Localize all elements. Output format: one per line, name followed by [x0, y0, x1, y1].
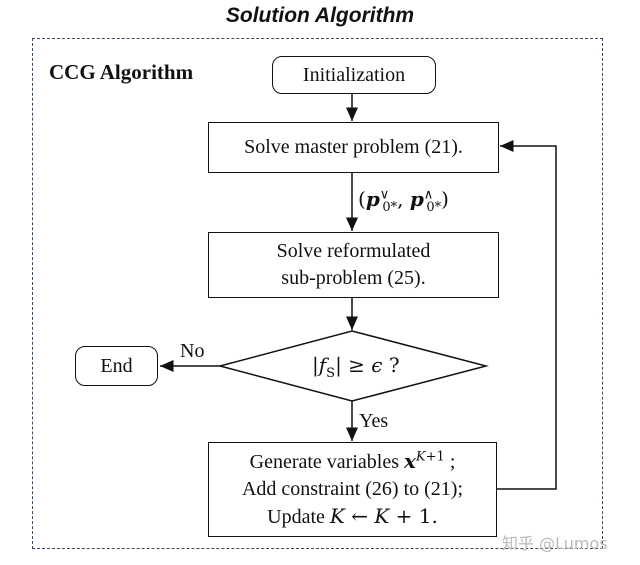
end-node: End: [75, 346, 158, 386]
initialization-node: Initialization: [272, 56, 436, 94]
edge-label-no: No: [180, 340, 205, 362]
watermark: 知乎 @Lumos: [502, 534, 608, 553]
update-node: Generate variables xK+1 ; Add constraint…: [208, 442, 497, 537]
subproblem-node: Solve reformulated sub-problem (25).: [208, 232, 499, 298]
update-line-1: Generate variables xK+1 ;: [249, 449, 456, 473]
update-line-3: Update K ← K + 1.: [267, 504, 438, 528]
decision-label: |fS| ≥ ϵ ?: [312, 353, 400, 381]
edge-label-master-to-sub: (p∨0*, p∧0*): [358, 187, 449, 215]
algorithm-frame: [32, 38, 603, 549]
edge-label-yes: Yes: [359, 410, 389, 432]
frame-label: CCG Algorithm: [49, 60, 194, 84]
update-line-2: Add constraint (26) to (21);: [241, 478, 464, 500]
diagram-title: Solution Algorithm: [225, 4, 415, 27]
loop-back-arrow: [497, 140, 557, 490]
master-problem-node: Solve master problem (21).: [208, 122, 499, 173]
